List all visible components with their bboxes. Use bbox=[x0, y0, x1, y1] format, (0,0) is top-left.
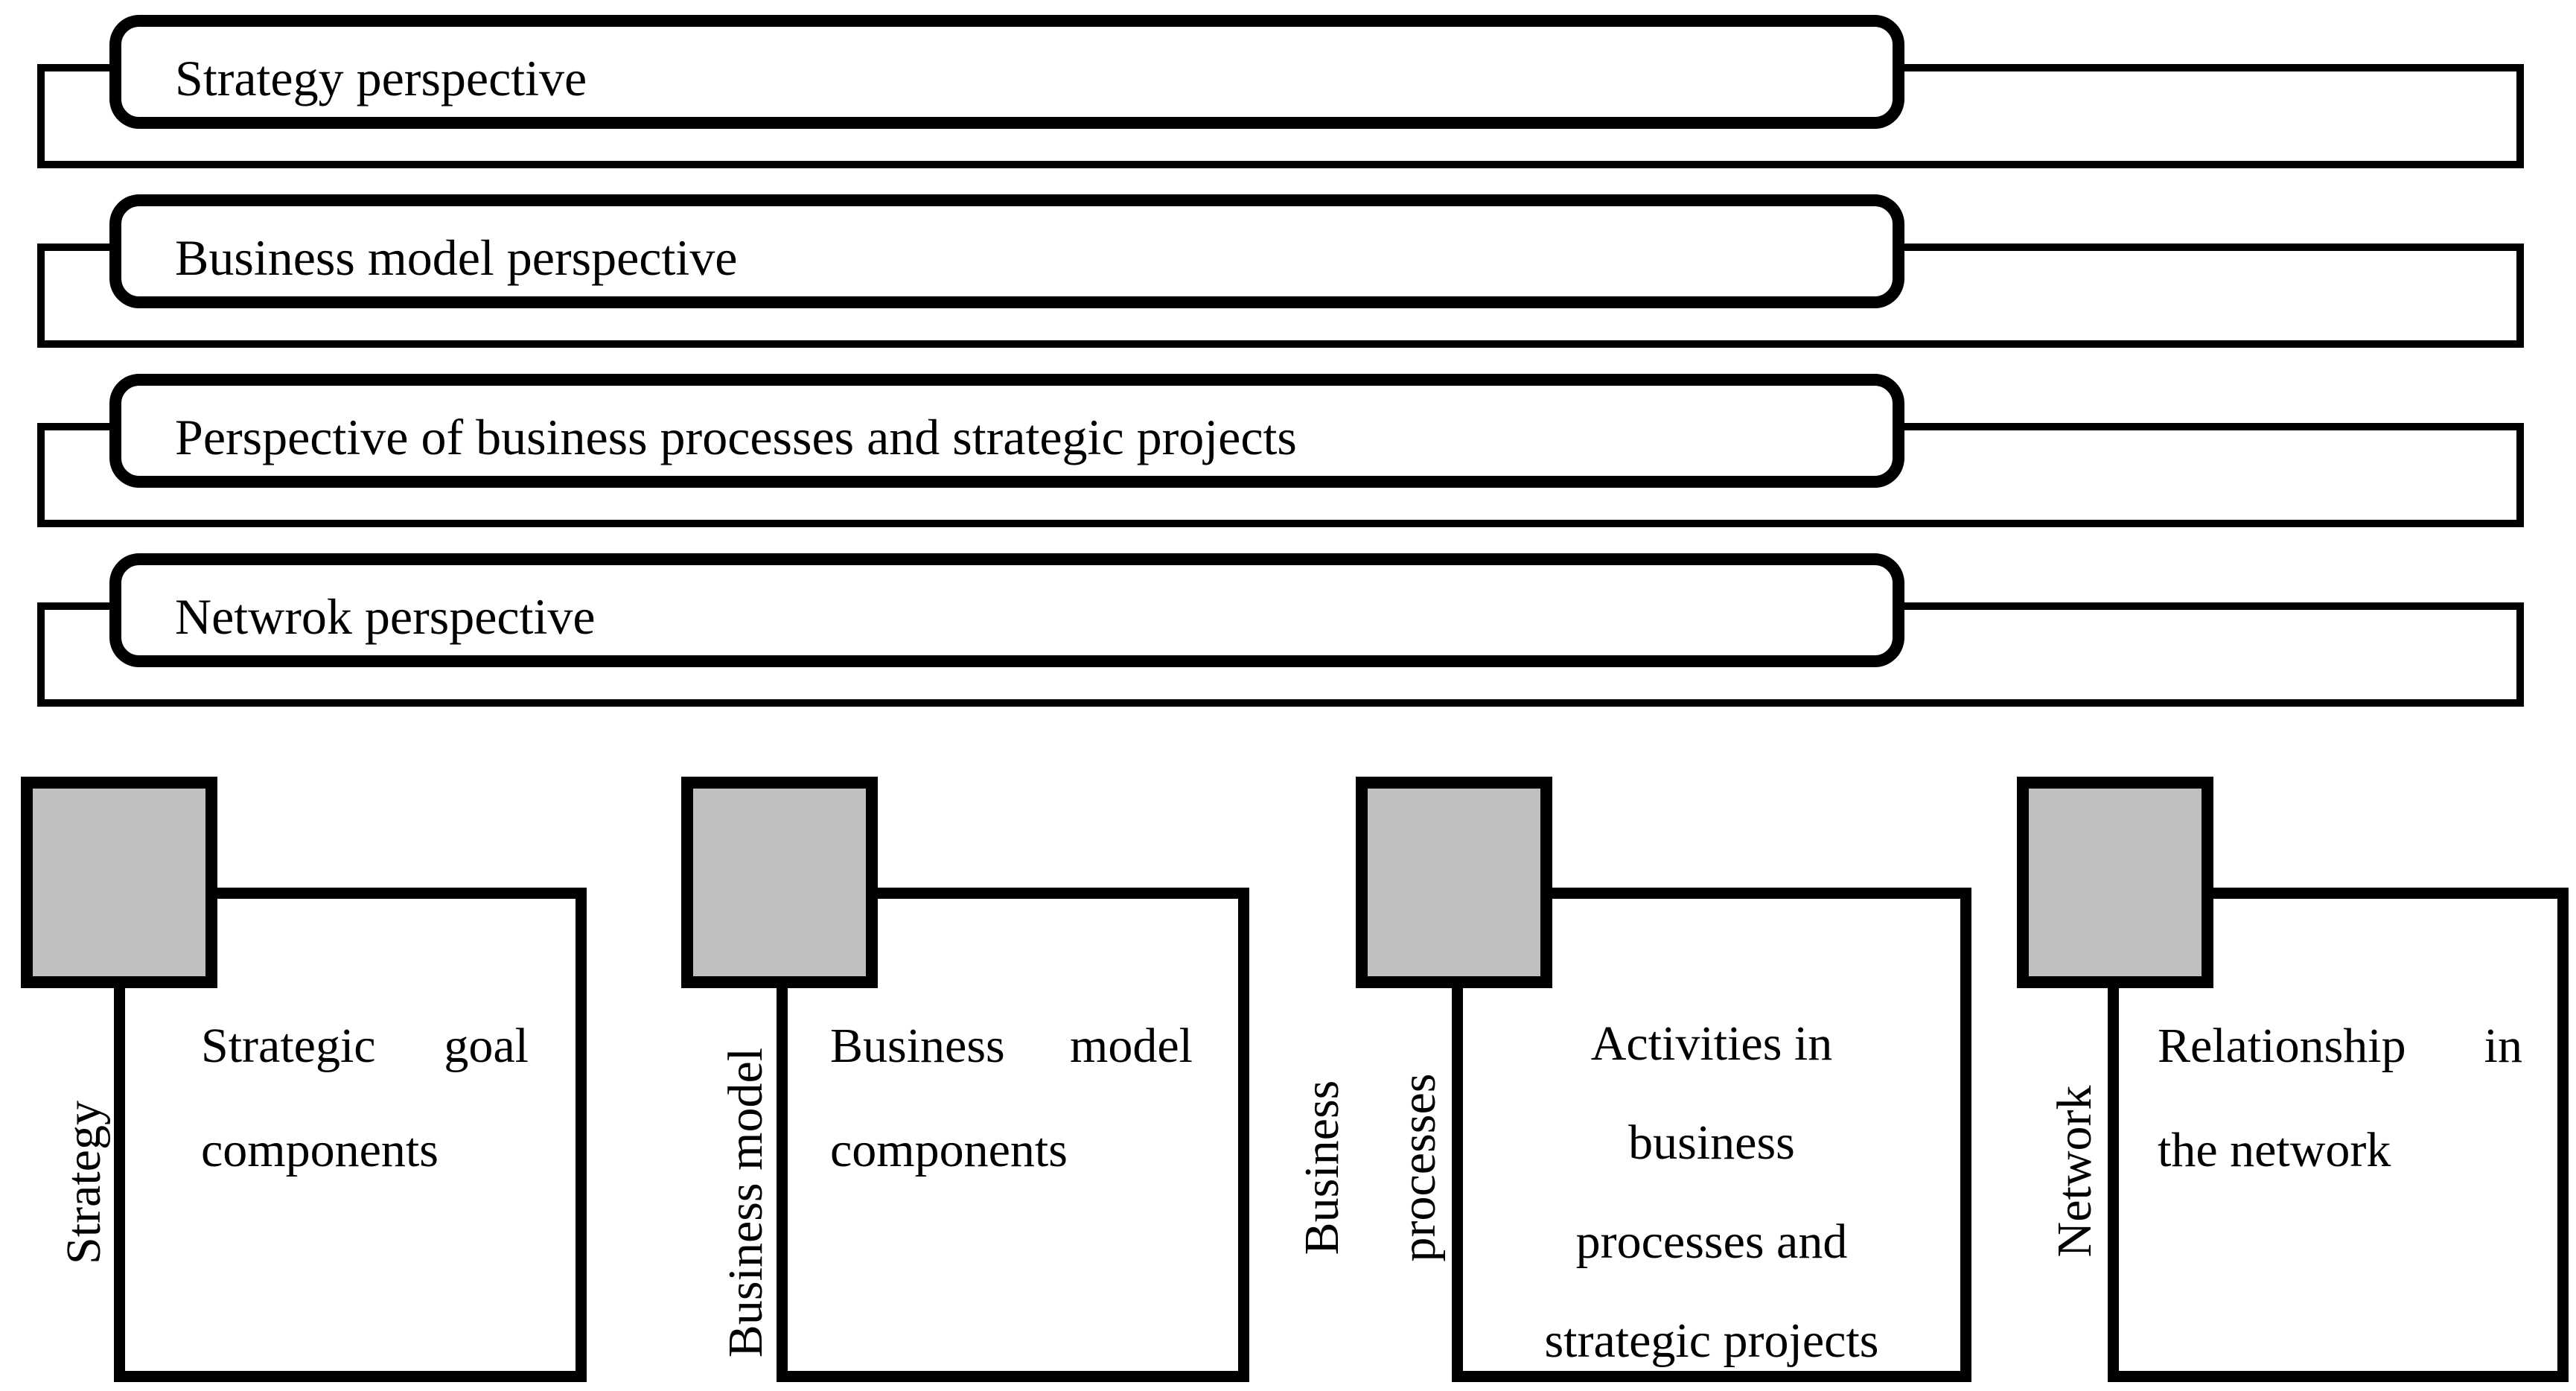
business-processes-perspective-label: Perspective of business processes and st… bbox=[175, 409, 1297, 465]
business-model-box-text: Business model components bbox=[830, 994, 1193, 1203]
strategy-gray-square bbox=[21, 777, 217, 988]
business-processes-box-text: Activities in business processes and str… bbox=[1465, 994, 1958, 1390]
business-processes-box-line-3: processes and bbox=[1575, 1215, 1848, 1269]
network-perspective-pill: Netwrok perspective bbox=[109, 553, 1904, 667]
business-model-box-line-1: Business model bbox=[830, 1019, 1193, 1073]
strategy-box-text: Strategic goal components bbox=[201, 994, 529, 1203]
business-processes-box-line-4: strategic projects bbox=[1544, 1314, 1879, 1368]
business-processes-box-line-2: business bbox=[1628, 1115, 1795, 1170]
strategy-perspective-pill: Strategy perspective bbox=[109, 15, 1904, 129]
strategy-vertical-label-text: Strategy bbox=[57, 1101, 111, 1264]
strategy-vertical-label: Strategy bbox=[36, 1101, 133, 1264]
business-processes-box-line-1: Activities in bbox=[1590, 1016, 1833, 1071]
strategy-box-line-2: components bbox=[201, 1123, 439, 1177]
business-model-perspective-label: Business model perspective bbox=[175, 229, 738, 286]
strategy-perspective-label: Strategy perspective bbox=[175, 50, 587, 106]
network-vertical-label-text: Network bbox=[2047, 1085, 2102, 1258]
business-processes-vertical-label-line-2: processes bbox=[1391, 1073, 1446, 1262]
strategy-box-line-1: Strategic goal bbox=[201, 1019, 529, 1073]
network-box-line-1: Relationship in bbox=[2158, 1019, 2522, 1073]
network-box-text: Relationship in the network bbox=[2158, 994, 2522, 1203]
network-gray-square bbox=[2017, 777, 2213, 988]
network-box-line-2: the network bbox=[2158, 1123, 2391, 1177]
business-processes-vertical-label-line-1: Business bbox=[1295, 1080, 1349, 1255]
business-model-box-line-2: components bbox=[830, 1123, 1068, 1177]
business-processes-vertical-label: Business processes bbox=[1274, 1074, 1467, 1262]
business-model-vertical-label: Business model bbox=[698, 1048, 794, 1357]
business-model-perspective-pill: Business model perspective bbox=[109, 194, 1904, 308]
business-model-gray-square bbox=[681, 777, 878, 988]
business-model-vertical-label-text: Business model bbox=[718, 1047, 773, 1358]
network-vertical-label: Network bbox=[2027, 1086, 2123, 1258]
business-processes-gray-square bbox=[1356, 777, 1552, 988]
network-perspective-label: Netwrok perspective bbox=[175, 588, 596, 645]
business-processes-perspective-pill: Perspective of business processes and st… bbox=[109, 374, 1904, 488]
